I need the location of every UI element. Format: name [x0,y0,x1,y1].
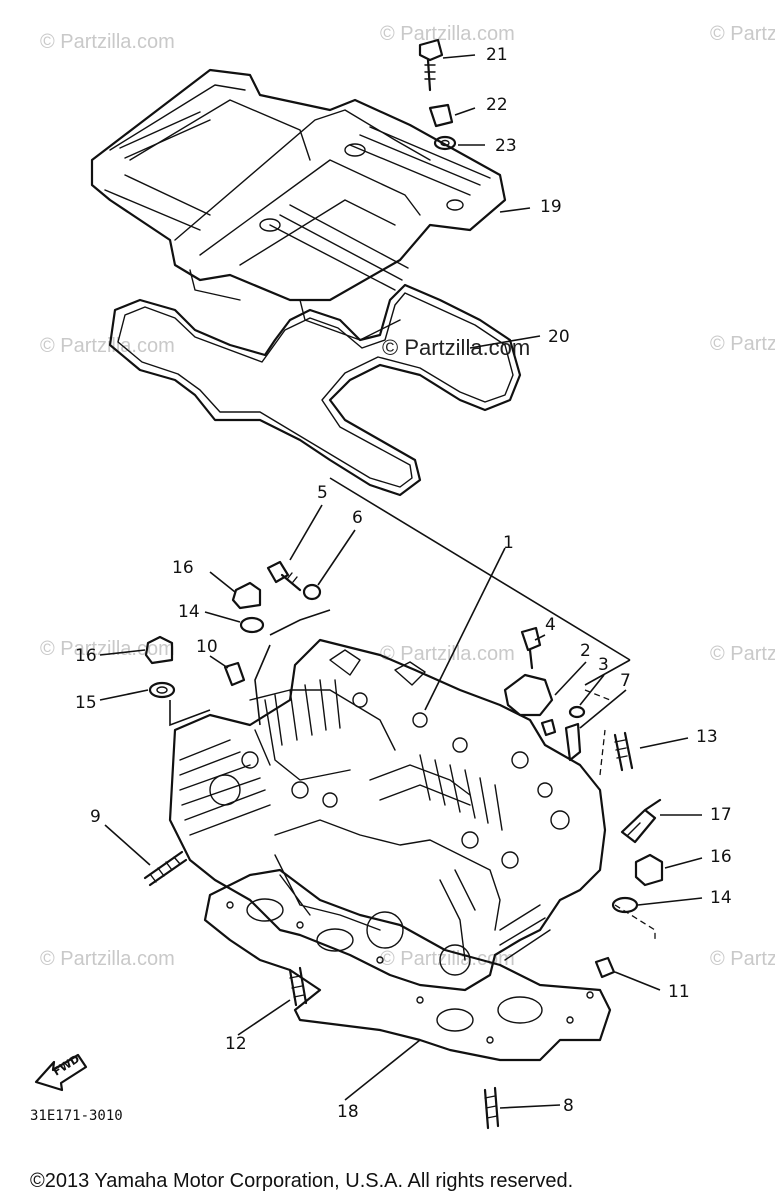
stud-8 [483,1086,500,1130]
callout-1: 1 [503,533,514,553]
callout-8: 8 [563,1096,574,1116]
forward-arrow-icon: FWD [34,1052,88,1092]
watermark: © Partzilla.com [380,23,515,45]
washer-23 [433,135,457,151]
plug-10 [223,661,246,687]
bracket-2 [503,673,557,737]
watermark: © Partzilla.com [40,948,175,970]
stud-13 [613,731,634,772]
bolt-5 [266,560,302,592]
callout-4: 4 [545,615,556,635]
spark-plug-17 [620,798,662,844]
washer-15 [148,681,176,699]
stud-12 [288,966,308,1007]
watermark: © Partzilla.com [710,23,775,45]
callout-18: 18 [337,1102,359,1122]
washer-6 [302,583,322,601]
callout-16-left-lower: 16 [75,646,97,666]
stud-9 [143,850,188,887]
cap-nut-16-left-lower [144,635,174,665]
washer-14-right [611,896,639,914]
callout-12: 12 [225,1034,247,1054]
pin-7 [564,722,582,762]
cap-nut-16-left-upper [231,581,262,610]
copyright-notice: ©2013 Yamaha Motor Corporation, U.S.A. A… [30,1170,573,1192]
callout-19: 19 [540,197,562,217]
watermark: © Partzilla.com [710,333,775,355]
watermark: © Partzilla.com [710,643,775,665]
callout-22: 22 [486,95,508,115]
callout-14-right: 14 [710,888,732,908]
callout-15: 15 [75,693,97,713]
callout-14-left: 14 [178,602,200,622]
o-ring-3 [568,705,586,719]
callout-9: 9 [90,807,101,827]
callout-7: 7 [620,671,631,691]
head-cover-gasket [108,283,522,497]
callout-11: 11 [668,982,690,1002]
callout-16-left-upper: 16 [172,558,194,578]
fwd-label: FWD [51,1052,82,1078]
watermark: © Partzilla.com [380,643,515,665]
callout-10: 10 [196,637,218,657]
diagram-code: 31E171-3010 [30,1108,123,1124]
plug-22 [428,103,454,128]
callout-20: 20 [548,327,570,347]
leader-lines [99,54,703,1109]
callout-2: 2 [580,641,591,661]
callout-13: 13 [696,727,718,747]
bolt-21 [418,38,444,92]
callout-17: 17 [710,805,732,825]
watermark: © Partzilla.com [40,31,175,53]
callouts: 21 22 23 19 20 5 6 1 16 14 4 10 16 2 3 7… [75,45,732,1122]
watermarks: © Partzilla.com © Partzilla.com © Partzi… [40,23,775,970]
watermark: © Partzilla.com [710,948,775,970]
cylinder-head-cover [90,68,507,341]
washer-14-left [239,616,265,634]
callout-16-right: 16 [710,847,732,867]
cylinder-head [168,638,607,992]
watermark: © Partzilla.com [40,335,175,357]
bolt-4 [520,626,542,670]
cap-nut-16-right [634,853,664,887]
callout-5: 5 [317,483,328,503]
callout-3: 3 [598,655,609,675]
watermark: © Partzilla.com [40,638,175,660]
bracket-lines [169,477,656,940]
callout-21: 21 [486,45,508,65]
watermark: © Partzilla.com [380,948,515,970]
plug-11 [594,956,616,979]
callout-6: 6 [352,508,363,528]
callout-23: 23 [495,136,517,156]
